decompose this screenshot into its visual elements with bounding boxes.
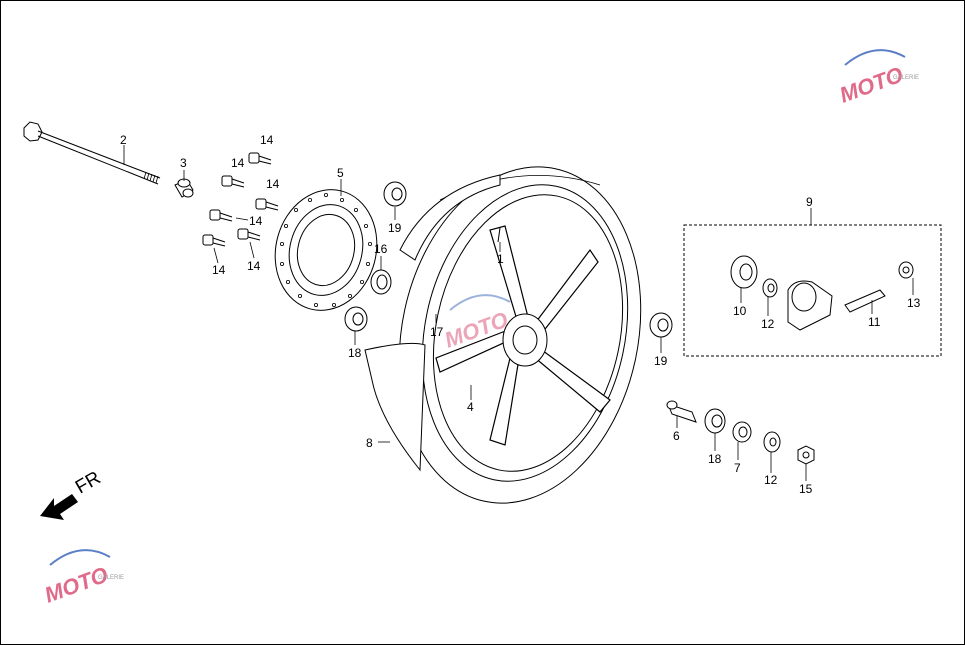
callout-16: 16 xyxy=(374,242,388,256)
bolts xyxy=(202,152,279,247)
callout-14-a: 14 xyxy=(260,133,274,147)
callout-19-right: 19 xyxy=(654,354,668,368)
front-axle xyxy=(23,121,161,185)
callout-10: 10 xyxy=(733,304,747,318)
leader-lines xyxy=(123,145,914,481)
callout-14-c: 14 xyxy=(266,177,280,191)
callout-12-lower: 12 xyxy=(764,473,778,487)
callout-9: 9 xyxy=(806,195,813,209)
watermark-bl-text: MOTO xyxy=(41,562,111,608)
direction-label: FR xyxy=(72,467,104,498)
direction-arrow-icon xyxy=(40,494,78,520)
callout-14-d: 14 xyxy=(249,214,263,228)
callout-6: 6 xyxy=(673,429,680,443)
callout-18-left: 18 xyxy=(348,346,362,360)
watermark-logo-text: MOTO xyxy=(836,62,906,108)
callout-4: 4 xyxy=(467,400,474,414)
callout-5: 5 xyxy=(337,166,344,180)
callout-14-b: 14 xyxy=(231,156,245,170)
collar-6 xyxy=(666,400,697,423)
nut-15 xyxy=(797,445,815,465)
callout-15: 15 xyxy=(799,482,813,496)
callout-17: 17 xyxy=(430,325,444,339)
retainer-7 xyxy=(732,421,752,443)
front-direction-indicator: FR xyxy=(40,467,104,520)
callout-19-left: 19 xyxy=(388,221,402,235)
callout-1: 1 xyxy=(497,252,504,266)
callout-labels: 1 2 3 4 5 6 7 8 9 10 11 12 12 13 14 14 1… xyxy=(120,133,921,496)
callout-14-f: 14 xyxy=(247,259,261,273)
callout-3: 3 xyxy=(180,156,187,170)
callout-2: 2 xyxy=(120,133,127,147)
watermark-top-right: MOTO GALERIE xyxy=(836,49,919,108)
callout-7: 7 xyxy=(734,461,741,475)
callout-18-right: 18 xyxy=(708,452,722,466)
callout-13: 13 xyxy=(907,296,921,310)
watermark-bl-subtext: GALERIE xyxy=(98,575,124,581)
callout-14-e: 14 xyxy=(212,263,226,277)
watermark-logo-subtext: GALERIE xyxy=(893,75,919,81)
washer-12-lower xyxy=(763,431,781,453)
callout-11: 11 xyxy=(868,315,881,329)
wheel-assembly xyxy=(364,166,642,504)
brake-disc xyxy=(274,189,378,311)
speedometer-gearbox-kit xyxy=(683,224,942,357)
collar xyxy=(174,178,194,198)
callout-12-upper: 12 xyxy=(761,317,775,331)
callout-8: 8 xyxy=(366,436,373,450)
watermark-bottom-left: MOTO GALERIE xyxy=(41,549,124,608)
